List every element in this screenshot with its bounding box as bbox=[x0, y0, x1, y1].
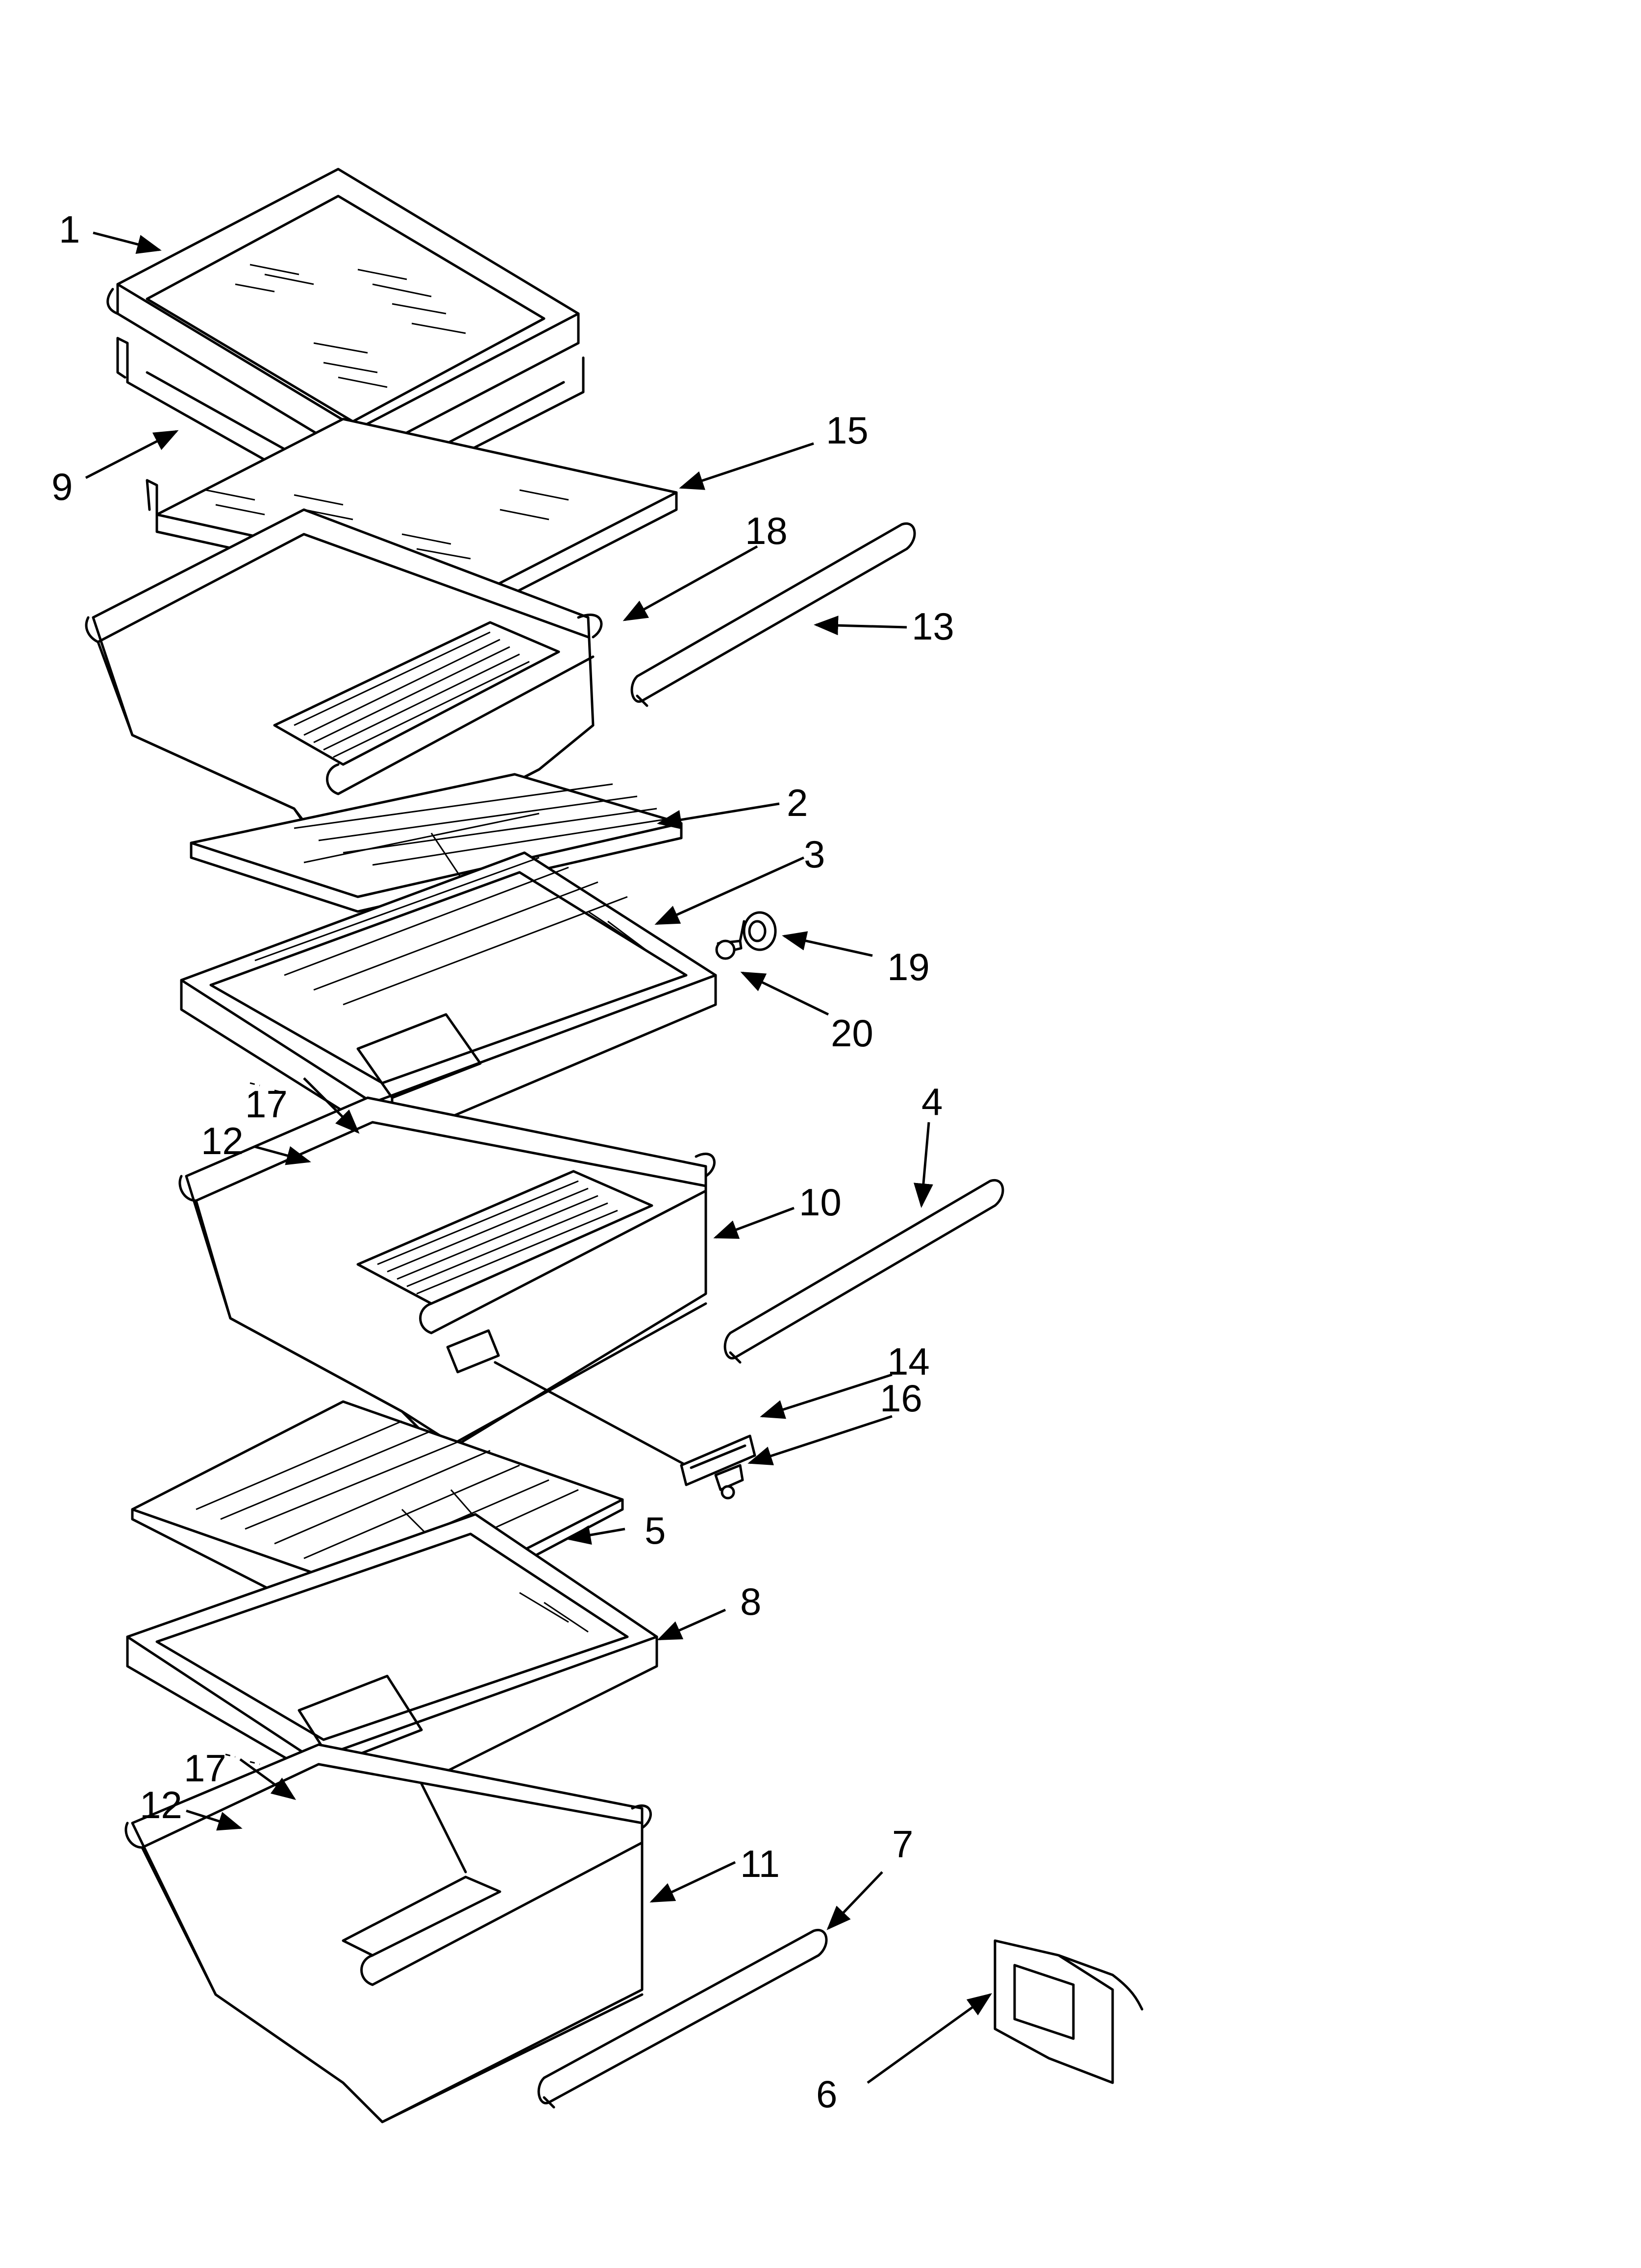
callout-18: 18 bbox=[745, 509, 788, 552]
callout-17-upper: 17 bbox=[245, 1083, 288, 1126]
part-6-label-frame bbox=[994, 1939, 1144, 2084]
callout-14: 14 bbox=[887, 1340, 930, 1383]
callout-6: 6 bbox=[816, 2072, 837, 2116]
callout-11: 11 bbox=[740, 1842, 780, 1885]
callout-9: 9 bbox=[51, 465, 73, 508]
callout-19: 19 bbox=[887, 945, 930, 988]
callout-4: 4 bbox=[921, 1080, 943, 1123]
callout-12-lower: 12 bbox=[140, 1783, 182, 1826]
part-14-label-holder bbox=[494, 1361, 756, 1486]
callout-16: 16 bbox=[880, 1377, 922, 1420]
callout-labels: 1 9 15 18 13 2 3 19 20 17 12 4 10 14 16 … bbox=[51, 208, 954, 2116]
part-15-glass-panel bbox=[146, 418, 678, 607]
part-20-screw bbox=[715, 939, 743, 960]
part-10-middle-drawer bbox=[178, 1096, 716, 1452]
callout-10: 10 bbox=[799, 1181, 842, 1224]
callout-17-lower: 17 bbox=[184, 1747, 226, 1790]
callout-8: 8 bbox=[740, 1580, 761, 1623]
part-16-clip bbox=[714, 1464, 744, 1500]
callout-12-upper: 12 bbox=[201, 1119, 244, 1162]
callout-13: 13 bbox=[912, 605, 954, 648]
part-1-glass-shelf bbox=[106, 168, 580, 460]
part-13-slide-rail bbox=[630, 522, 916, 707]
callout-1: 1 bbox=[59, 208, 80, 251]
callout-2: 2 bbox=[787, 781, 808, 824]
callout-3: 3 bbox=[804, 833, 825, 876]
part-4-slide-rail bbox=[723, 1179, 1004, 1364]
part-7-slide-rail bbox=[537, 1928, 828, 2109]
part-11-bottom-drawer bbox=[124, 1743, 652, 2123]
callout-15: 15 bbox=[826, 409, 869, 452]
callout-5: 5 bbox=[645, 1509, 666, 1552]
leader-arrows bbox=[85, 231, 993, 2084]
part-8-cover-frame bbox=[126, 1513, 658, 1810]
part-19-roller bbox=[739, 911, 777, 951]
callout-20: 20 bbox=[831, 1011, 873, 1055]
callout-7: 7 bbox=[892, 1823, 913, 1866]
